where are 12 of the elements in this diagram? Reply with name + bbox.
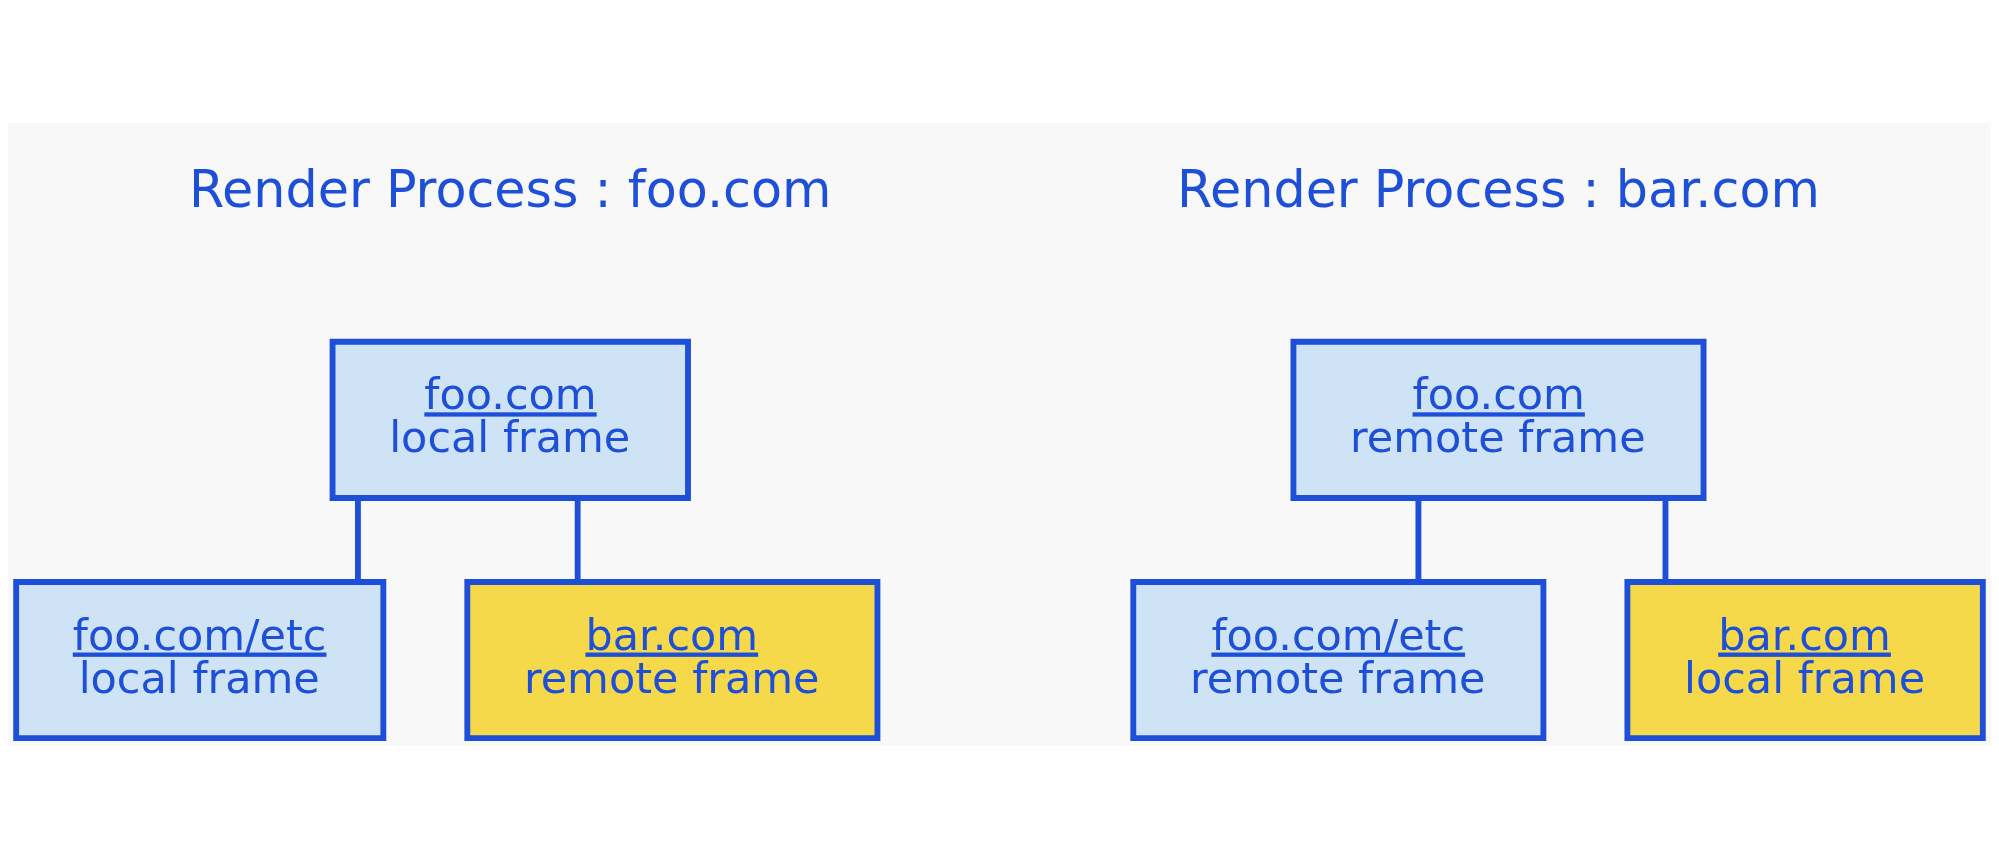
connector — [574, 498, 581, 581]
connector — [355, 498, 361, 581]
node-box: foo.com/etc local frame — [13, 578, 387, 741]
label: Render Process : bar.com — [1177, 159, 1820, 219]
node-box: foo.com/etc remote frame — [1130, 578, 1547, 741]
connector — [1662, 498, 1669, 581]
node-box: bar.com remote frame — [464, 578, 881, 741]
node-box: foo.com local frame — [329, 338, 691, 501]
node-box: bar.com local frame — [1624, 578, 1986, 741]
node-box: foo.com remote frame — [1290, 338, 1707, 501]
label: Render Process : foo.com — [189, 159, 832, 219]
connector — [1415, 498, 1422, 581]
